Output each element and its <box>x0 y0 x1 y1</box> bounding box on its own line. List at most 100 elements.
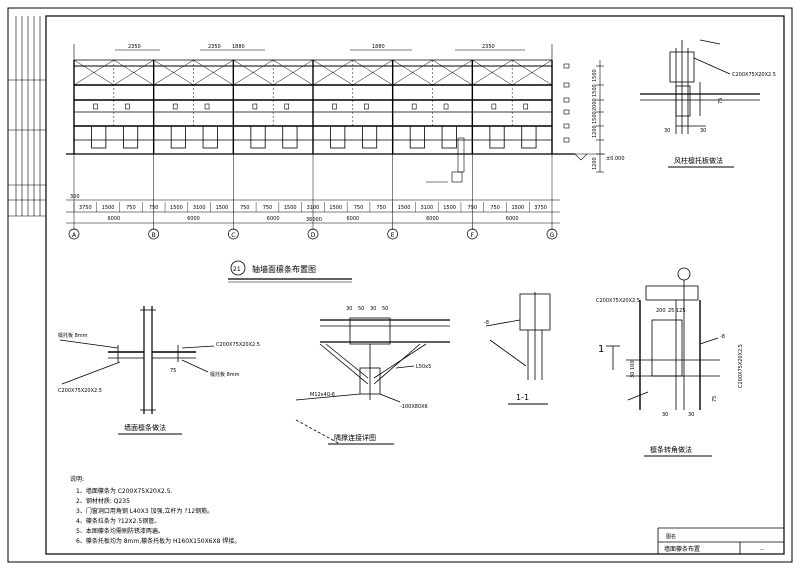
inner-border <box>45 15 785 555</box>
elevation-brace <box>233 59 274 86</box>
corner-dim-left-2: 30 <box>630 372 636 378</box>
corner-section-label: 1 <box>598 344 604 355</box>
top-dim-5: 2350 <box>482 44 495 50</box>
window-opening <box>489 125 505 149</box>
elevation-brace <box>432 59 473 86</box>
bottom-dim-row1-value: 1500 <box>329 205 342 211</box>
elevation-side-marks <box>563 63 570 143</box>
bottom-dim-row1-value: 1500 <box>511 205 524 211</box>
window-opening <box>170 125 186 149</box>
level-mark-text: ±0.000 <box>606 156 625 162</box>
top-dim-2: 2350 <box>208 44 221 50</box>
level-mark <box>574 153 605 161</box>
top-dim-3: 1880 <box>232 44 245 50</box>
side-dim-2: 1500 <box>592 84 598 97</box>
side-dim-1: 1500 <box>592 69 598 82</box>
bottom-dim-row1-value: 750 <box>468 205 478 211</box>
note-6: 6、檩条托板均为 8mm,檩条托板为 H160X150X6X8 焊接。 <box>76 537 240 545</box>
brace-angle: L50x5 <box>416 364 431 370</box>
top-dim-1: 2350 <box>128 44 141 50</box>
axis-label: G <box>550 232 555 239</box>
purlin-clip <box>125 103 130 110</box>
brace-dim-2: 50 <box>358 306 364 312</box>
window-opening <box>409 125 425 149</box>
purlin-clip <box>491 103 497 110</box>
bottom-dim-row1-value: 750 <box>149 205 159 211</box>
elevation-brace <box>73 59 114 86</box>
window-opening <box>361 125 378 149</box>
left-dim: 300 <box>70 194 80 200</box>
bottom-dim-row1-value: 1500 <box>398 205 411 211</box>
side-dim-6: 1200 <box>592 157 598 170</box>
bottom-dim-row1-value: 3100 <box>193 205 206 211</box>
purlin-end-mark <box>563 63 570 69</box>
axis-bubble <box>68 228 80 240</box>
corner-dim-bottom-3: 75 <box>712 396 718 402</box>
purlin-end-mark <box>563 82 570 88</box>
purlin-clip <box>364 103 369 110</box>
corner-purlin-side: C200X75X20X2.5 <box>738 344 744 388</box>
bottom-dim-row2-value: 6000 <box>346 216 359 222</box>
title-circle-label: 21 <box>233 266 241 273</box>
binding-strip <box>8 16 46 217</box>
window-opening <box>122 125 139 149</box>
purlin-clip <box>284 103 290 110</box>
corner-dim-bottom-1: 30 <box>662 412 668 418</box>
axis-bubble <box>307 228 319 240</box>
bottom-dim-row1-value: 750 <box>263 205 273 211</box>
elevation-braces <box>73 59 553 126</box>
note-1: 1、墙面檩条为 C200X75X20X2.5. <box>76 487 173 495</box>
title-circle <box>230 260 246 276</box>
brace-dim-1: 30 <box>346 306 352 312</box>
purlin-clip <box>443 103 449 110</box>
bottom-dim-row1-value: 750 <box>354 205 364 211</box>
purlin-clip <box>411 103 417 110</box>
elevation-brace <box>153 59 194 86</box>
side-dim-4: 1500 <box>592 111 598 124</box>
wall-detail-title: 墙面檩条做法 <box>124 423 166 432</box>
axis-bubble <box>466 228 478 240</box>
outer-border <box>7 7 793 563</box>
window-opening <box>521 125 537 149</box>
elevation-brace <box>312 59 353 86</box>
corner-dim-left-1: 100 <box>630 360 636 370</box>
corner-dim-top-3: 125 <box>676 308 686 314</box>
bottom-dim-row1-value: 3750 <box>534 205 547 211</box>
wall-plate-right: 檩托板 8mm <box>210 371 240 378</box>
elevation-bottom-dimensions <box>66 199 560 224</box>
corner-dim-top-1: 200 <box>656 308 666 314</box>
note-5: 5、本图檩条均需刷防锈漆两遍。 <box>76 527 164 535</box>
bottom-dim-row2-value: 6000 <box>506 216 519 222</box>
bottom-dim-row1-value: 3100 <box>420 205 433 211</box>
title-block <box>657 527 784 554</box>
purlin-clip <box>332 103 337 110</box>
window-opening <box>250 125 266 149</box>
wind-dim-2: 30 <box>700 128 706 134</box>
brace-dim-4: 50 <box>382 306 388 312</box>
detail-section <box>485 292 551 380</box>
elevation-brace <box>273 59 314 86</box>
corner-purlin-top: C200X75X20X2.5 <box>596 298 640 304</box>
bottom-dim-row2-value: 6000 <box>187 216 200 222</box>
purlin-end-mark <box>563 97 570 103</box>
elevation-openings <box>91 103 537 149</box>
purlin-clip <box>172 103 178 110</box>
bottom-dim-row1-value: 3100 <box>307 205 320 211</box>
purlin-clip <box>523 103 529 110</box>
bottom-dim-row1-value: 750 <box>240 205 250 211</box>
elevation-brace <box>512 59 553 86</box>
purlin-end-mark <box>563 123 570 129</box>
window-opening <box>330 125 346 149</box>
elevation-columns <box>73 60 553 230</box>
top-dim-4: 1880 <box>372 44 385 50</box>
note-4: 4、檩条拉条为 ?12X2.5钢管。 <box>76 517 160 525</box>
window-opening <box>202 125 218 149</box>
bottom-dim-row2-value: 6000 <box>267 216 280 222</box>
elevation-brace <box>352 59 393 86</box>
wall-plate-left: 檩托板 8mm <box>58 332 88 339</box>
axis-bubble <box>148 228 160 240</box>
